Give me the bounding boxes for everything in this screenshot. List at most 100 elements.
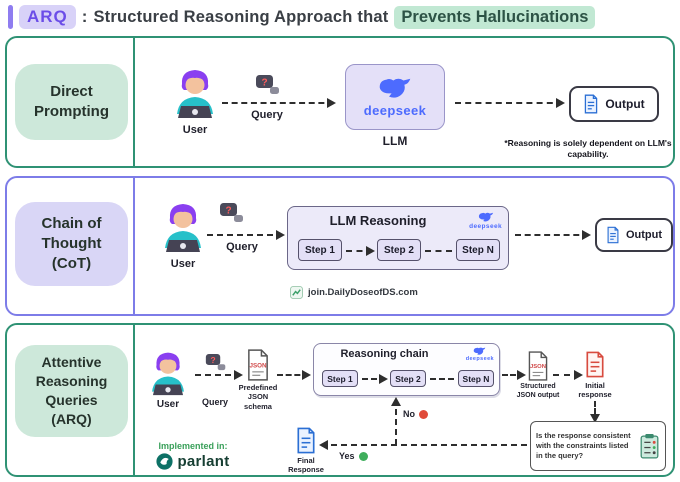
no-label: No: [403, 409, 415, 419]
arrow-llm-to-output: [455, 98, 565, 108]
query-label: Query: [251, 109, 283, 121]
consistency-check-box: Is the response consistent with the cons…: [530, 421, 666, 471]
llm-label: LLM: [382, 134, 408, 148]
arrow-step1-step2: [362, 374, 388, 384]
watermark-text: join.DailyDoseofDS.com: [308, 287, 418, 298]
structured-label: Structured JSON output: [516, 383, 560, 399]
watermark: join.DailyDoseofDS.com: [290, 286, 418, 299]
panel-divider: [133, 178, 135, 314]
panel-chain-of-thought: Chain of Thought (CoT) User ? Query LLM …: [5, 176, 675, 316]
user-avatar-icon: [177, 70, 213, 118]
deepseek-whale-icon: [474, 347, 486, 355]
step-box: Step 1: [322, 370, 358, 387]
label-line: (CoT): [51, 255, 92, 273]
arrow-step1-step2: [346, 246, 375, 256]
deepseek-wordmark: deepseek: [465, 356, 494, 362]
arrow-no-loop: [391, 397, 401, 445]
step-box: Step N: [456, 239, 500, 261]
output-box: Output: [595, 218, 673, 252]
panel-divider: [133, 325, 135, 475]
parlant-wordmark: parlant: [177, 453, 230, 470]
arrow-yes-to-final: [319, 440, 527, 450]
llm-reasoning-title: LLM Reasoning: [329, 213, 427, 228]
label-line: Attentive: [41, 354, 102, 371]
title-main-text: Structured Reasoning Approach that: [93, 7, 389, 26]
arrow-schema-to-chain: [277, 370, 311, 380]
document-icon: [585, 94, 598, 114]
query-bubble-icon: ?: [220, 203, 243, 222]
document-icon: [607, 226, 619, 244]
schema-label: Predefined JSON schema: [238, 383, 278, 411]
label-line: Queries: [45, 392, 98, 408]
title-arq-badge: ARQ: [19, 5, 76, 29]
arrow-chain-to-structured: [502, 370, 526, 380]
dashes-step2-stepN: [425, 250, 452, 252]
query-bubble-icon: ?: [205, 354, 226, 371]
label-line: Reasoning: [35, 373, 108, 390]
no-label-group: No: [403, 409, 428, 419]
arrow-user-to-reasoning: [207, 230, 285, 240]
question-mark-glyph: ?: [225, 206, 231, 217]
yes-label-group: Yes: [339, 451, 368, 461]
panel-divider: [133, 38, 135, 166]
implemented-in-label: Implemented in:: [158, 441, 228, 451]
dashes-step2-stepN: [430, 378, 454, 380]
user-label: User: [170, 258, 196, 270]
deepseek-whale-icon: [478, 212, 493, 222]
panel-label-cot: Chain of Thought (CoT): [15, 202, 128, 286]
json-icon-text: JSON: [249, 362, 267, 369]
question-mark-glyph: ?: [261, 78, 267, 89]
reasoning-chain-title: Reasoning chain: [340, 348, 429, 360]
question-mark-glyph: ?: [210, 355, 215, 365]
yes-label: Yes: [339, 451, 355, 461]
panel-label-arq: Attentive Reasoning Queries (ARQ): [15, 345, 128, 437]
title-highlight-text: Prevents Hallucinations: [394, 5, 596, 29]
parlant-logo: parlant: [141, 453, 245, 470]
label-line: Chain of: [41, 214, 102, 232]
dailydose-logo-icon: [290, 286, 303, 299]
final-response-label: Final Response: [288, 456, 324, 475]
step-box: Step 2: [390, 370, 426, 387]
step-box: Step 1: [298, 239, 342, 261]
reasoning-chain-box: Reasoning chain deepseek Step 1 Step 2 S…: [313, 343, 500, 396]
title-colon: :: [81, 7, 88, 26]
structured-json-icon: JSON: [528, 351, 548, 381]
query-label: Query: [226, 241, 258, 253]
deepseek-mini-logo: deepseek: [469, 212, 502, 230]
user-avatar-icon: [165, 204, 201, 252]
page-title: ARQ : Structured Reasoning Approach that…: [8, 5, 596, 29]
deepseek-mini-logo: deepseek: [466, 347, 494, 362]
user-avatar-icon: [152, 352, 184, 396]
query-bubble-icon: ?: [256, 75, 279, 94]
title-accent-bar: [8, 5, 13, 29]
consistency-question: Is the response consistent with the cons…: [536, 430, 631, 461]
step-box: Step N: [458, 370, 494, 387]
arrow-user-to-llm: [222, 98, 336, 108]
arrow-initial-to-check: [590, 401, 600, 423]
user-label: User: [156, 399, 180, 410]
initial-response-icon: [586, 351, 604, 378]
label-line: Direct: [50, 82, 93, 100]
output-label: Output: [605, 97, 645, 111]
label-line: (ARQ): [51, 410, 92, 427]
panel-arq: Attentive Reasoning Queries (ARQ) User ?…: [5, 323, 675, 477]
json-icon-text: JSON: [530, 364, 546, 370]
step-box: Step 2: [377, 239, 421, 261]
deepseek-wordmark: deepseek: [363, 102, 427, 118]
final-response-icon: [297, 427, 315, 454]
user-label: User: [182, 124, 208, 136]
output-box: Output: [569, 86, 659, 122]
clipboard-icon: [640, 433, 659, 459]
output-label: Output: [625, 229, 663, 241]
arrow-structured-to-initial: [553, 370, 583, 380]
json-schema-icon: JSON: [248, 349, 268, 381]
yes-dot-icon: [358, 451, 368, 461]
arrow-reasoning-to-output: [515, 230, 591, 240]
parlant-icon: [156, 453, 174, 470]
deepseek-wordmark: deepseek: [469, 223, 502, 230]
reasoning-note: *Reasoning is solely dependent on LLM's …: [504, 138, 672, 159]
initial-response-label: Initial response: [578, 381, 612, 400]
deepseek-llm-box: deepseek: [345, 64, 445, 130]
label-line: Prompting: [34, 103, 109, 120]
